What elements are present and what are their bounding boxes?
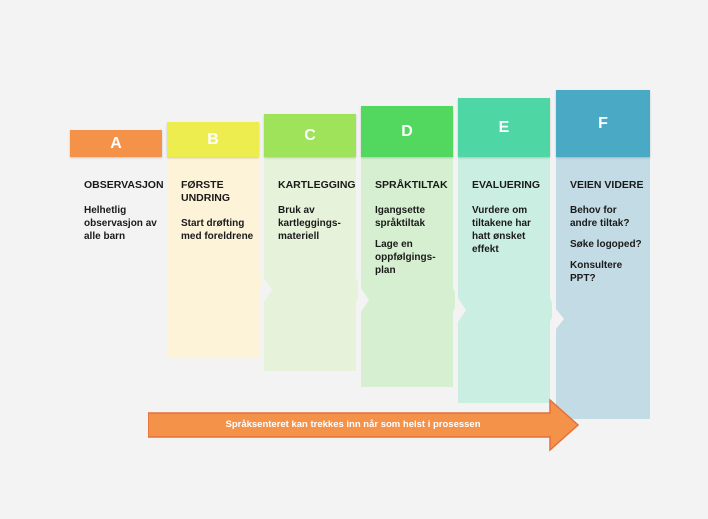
- step-description: Konsultere PPT?: [570, 260, 623, 284]
- step-column-e: E EVALUERING Vurdere om tiltakene har hatt…: [458, 98, 552, 403]
- step-panel-shape: [264, 157, 358, 371]
- step-description: Søke logoped?: [570, 239, 642, 250]
- step-panel-shape: [556, 157, 650, 419]
- step-panel-shape: [361, 157, 455, 387]
- step-text: FØRSTE UNDRING Start drøfting med foreldr…: [181, 179, 257, 251]
- step-column-c: C KARTLEGGING Bruk av kartleggings- materi…: [264, 114, 358, 371]
- step-column-b: B FØRSTE UNDRING Start drøfting med foreld…: [167, 122, 261, 357]
- step-header-f: F: [556, 90, 650, 157]
- step-title: FØRSTE UNDRING: [181, 179, 230, 204]
- step-text: EVALUERING Vurdere om tiltakene har hatt …: [472, 179, 548, 264]
- step-title: EVALUERING: [472, 179, 541, 191]
- step-header-e: E: [458, 98, 550, 157]
- step-column-f: F VEIEN VIDERE Behov for andre tiltak? Søke…: [556, 90, 650, 419]
- step-panel-shape: [167, 157, 261, 357]
- step-description: Behov for andre tiltak?: [570, 205, 630, 229]
- step-text: KARTLEGGING Bruk av kartleggings- materie…: [278, 179, 356, 251]
- step-text: OBSERVASJON Helhetlig observasjon av alle…: [84, 179, 164, 251]
- process-arrow: [148, 398, 580, 452]
- step-panel: [556, 157, 650, 419]
- step-panel-shape: [458, 157, 552, 403]
- step-description: Start drøfting med foreldrene: [181, 218, 254, 242]
- step-description: Bruk av kartleggings- materiell: [278, 205, 341, 242]
- step-panel: [361, 157, 455, 387]
- step-column-a: A OBSERVASJON Helhetlig observasjon av all…: [70, 130, 164, 242]
- step-title: VEIEN VIDERE: [570, 179, 644, 191]
- step-panel: [264, 157, 358, 371]
- step-title: SPRÅKTILTAK: [375, 179, 448, 191]
- step-description: Igangsette språktiltak: [375, 205, 426, 229]
- step-title: OBSERVASJON: [84, 179, 164, 191]
- step-description: Helhetlig observasjon av alle barn: [84, 205, 157, 242]
- step-header-b: B: [167, 122, 259, 157]
- process-arrow-label: Språksenteret kan trekkes inn når som he…: [225, 419, 481, 430]
- step-title: KARTLEGGING: [278, 179, 356, 191]
- step-description: Vurdere om tiltakene har hatt ønsket eff…: [472, 205, 531, 255]
- step-panel: [458, 157, 552, 403]
- step-description: Lage en oppfølgings- plan: [375, 239, 436, 276]
- process-arrow-shape: [148, 398, 580, 452]
- step-header-c: C: [264, 114, 356, 157]
- step-header-a: A: [70, 130, 162, 157]
- step-panel: [167, 157, 261, 357]
- step-text: VEIEN VIDERE Behov for andre tiltak? Søke …: [570, 179, 646, 293]
- step-header-d: D: [361, 106, 453, 157]
